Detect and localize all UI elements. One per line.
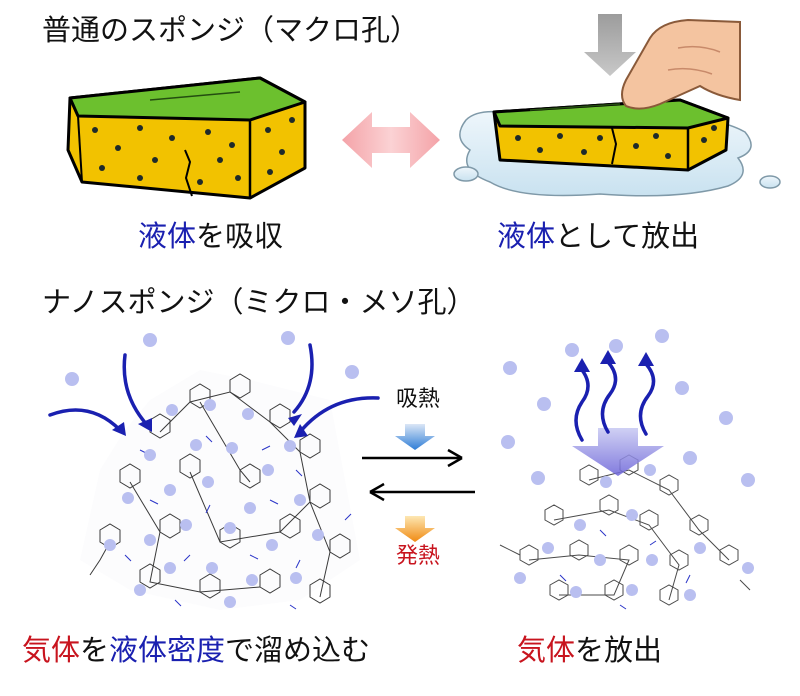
sponge-pores xyxy=(92,117,295,185)
left-gas-molecules xyxy=(65,331,359,608)
gas-word: 気体 xyxy=(22,633,81,667)
nano-section-title: ナノスポンジ（ミクロ・メソ孔） xyxy=(42,285,476,319)
liquid-density-word: 液体密度 xyxy=(109,633,226,667)
right-gas-molecules xyxy=(501,329,755,601)
release-liquid-caption: 液体として放出 xyxy=(497,222,699,251)
absorb-suffix: を吸収 xyxy=(196,219,284,253)
exothermic-label: 発熱 xyxy=(396,544,441,569)
squeezed-sponge xyxy=(492,98,730,172)
left-nanosponge-framework xyxy=(80,370,360,610)
gas-inflow-arrowheads xyxy=(112,414,308,438)
release-gas-caption: 気体を放出 xyxy=(517,636,662,665)
liquid-word: 液体 xyxy=(497,219,556,253)
reversible-pink-arrow xyxy=(342,112,440,168)
endothermic-label: 吸熱 xyxy=(396,387,441,412)
pressing-finger xyxy=(621,18,741,110)
gas-outflow-arrowheads xyxy=(574,350,654,372)
store-gas-caption: 気体を液体密度で溜め込む xyxy=(22,636,370,665)
right-nanosponge-framework xyxy=(499,454,751,610)
store-suffix: で溜め込む xyxy=(225,633,371,667)
release-gas-suffix: を放出 xyxy=(575,633,663,667)
liquid-word: 液体 xyxy=(138,219,197,253)
gas-inflow-arrows xyxy=(48,343,380,434)
gas-outflow-arrows xyxy=(574,360,656,442)
gas-word: 気体 xyxy=(517,633,576,667)
release-suffix: として放出 xyxy=(555,219,700,253)
macro-section-title: 普通のスポンジ（マクロ孔） xyxy=(42,13,420,47)
absorb-liquid-caption: 液体を吸収 xyxy=(138,222,283,251)
particle-wo: を xyxy=(80,633,110,667)
heat-process-arrows xyxy=(362,424,475,542)
dry-sponge xyxy=(66,76,307,200)
press-down-arrow xyxy=(584,14,636,76)
gas-release-purple-arrow xyxy=(572,428,664,476)
